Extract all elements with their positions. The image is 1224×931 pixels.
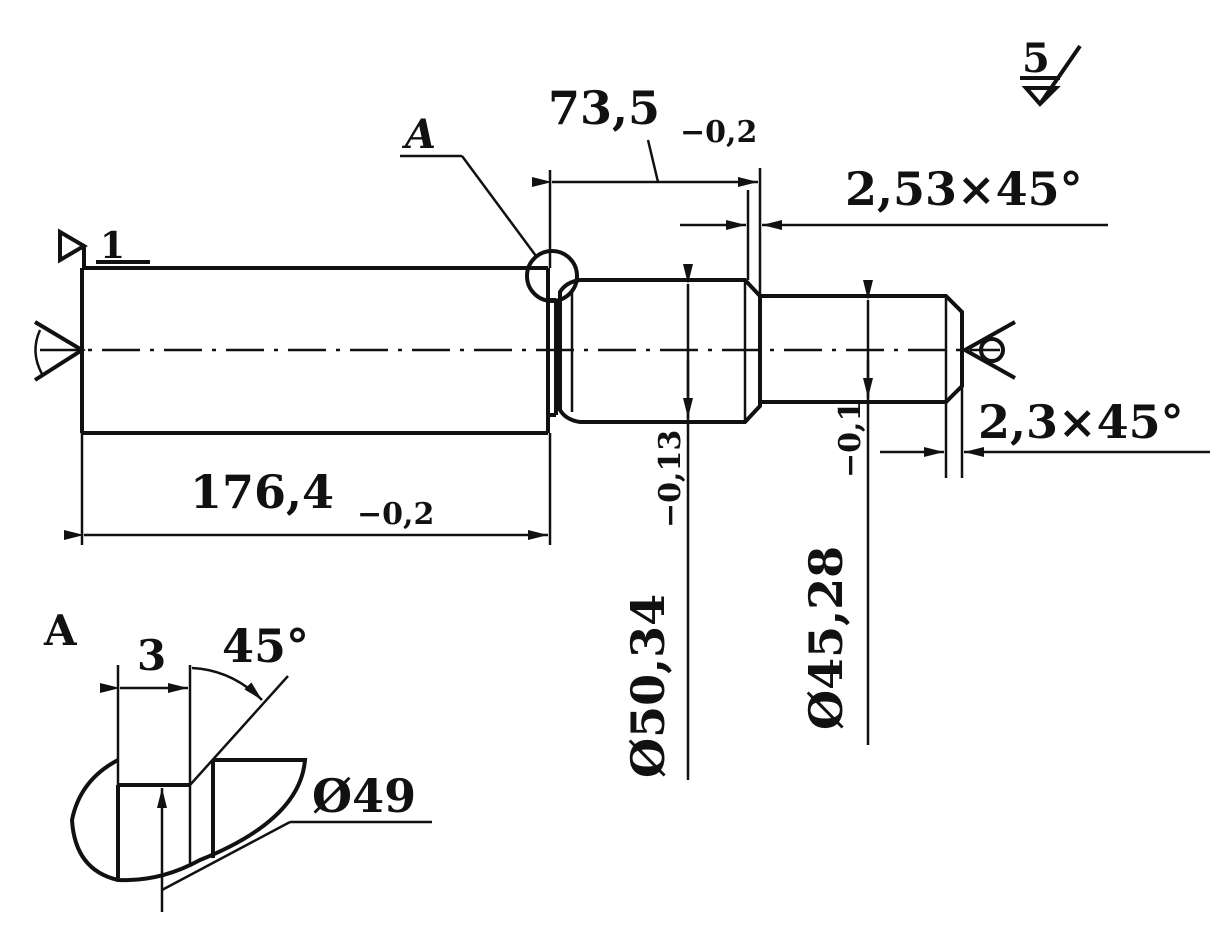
dim-length-main bbox=[64, 433, 552, 545]
detail-view bbox=[69, 665, 432, 912]
detail-callout-label: A bbox=[401, 111, 436, 158]
dim-diameter-small-tol: −0,1 bbox=[833, 401, 868, 478]
dim-chamfer-large-value: 2,53×45° bbox=[845, 162, 1083, 216]
dim-diameter-large-tol: −0,13 bbox=[653, 430, 688, 528]
roughness-symbol-icon bbox=[1021, 44, 1082, 107]
detail-angle-value: 45° bbox=[222, 619, 309, 673]
shaft-roughness-icon bbox=[58, 228, 88, 268]
dim-length-step-tol: −0,2 bbox=[680, 115, 757, 150]
dim-length-step bbox=[532, 139, 762, 296]
detail-width-value: 3 bbox=[137, 631, 166, 680]
roughness-value: 5 bbox=[1022, 35, 1050, 82]
dim-diameter-small-value: Ø45,28 bbox=[799, 546, 853, 730]
center-hole-left-icon bbox=[33, 320, 86, 382]
center-hole-right-icon bbox=[960, 320, 1016, 380]
dim-chamfer-large bbox=[680, 190, 1108, 280]
dim-length-step-value: 73,5 bbox=[548, 81, 660, 135]
dim-length-main-value: 176,4 bbox=[190, 465, 334, 519]
detail-callout bbox=[400, 154, 579, 303]
dim-diameter-large-value: Ø50,34 bbox=[621, 594, 675, 778]
dim-length-main-tol: −0,2 bbox=[357, 497, 434, 532]
dim-chamfer-small-value: 2,3×45° bbox=[978, 395, 1184, 449]
detail-view-label: A bbox=[43, 606, 78, 655]
dim-chamfer-small bbox=[880, 386, 1210, 478]
detail-diameter-value: Ø49 bbox=[312, 769, 416, 823]
